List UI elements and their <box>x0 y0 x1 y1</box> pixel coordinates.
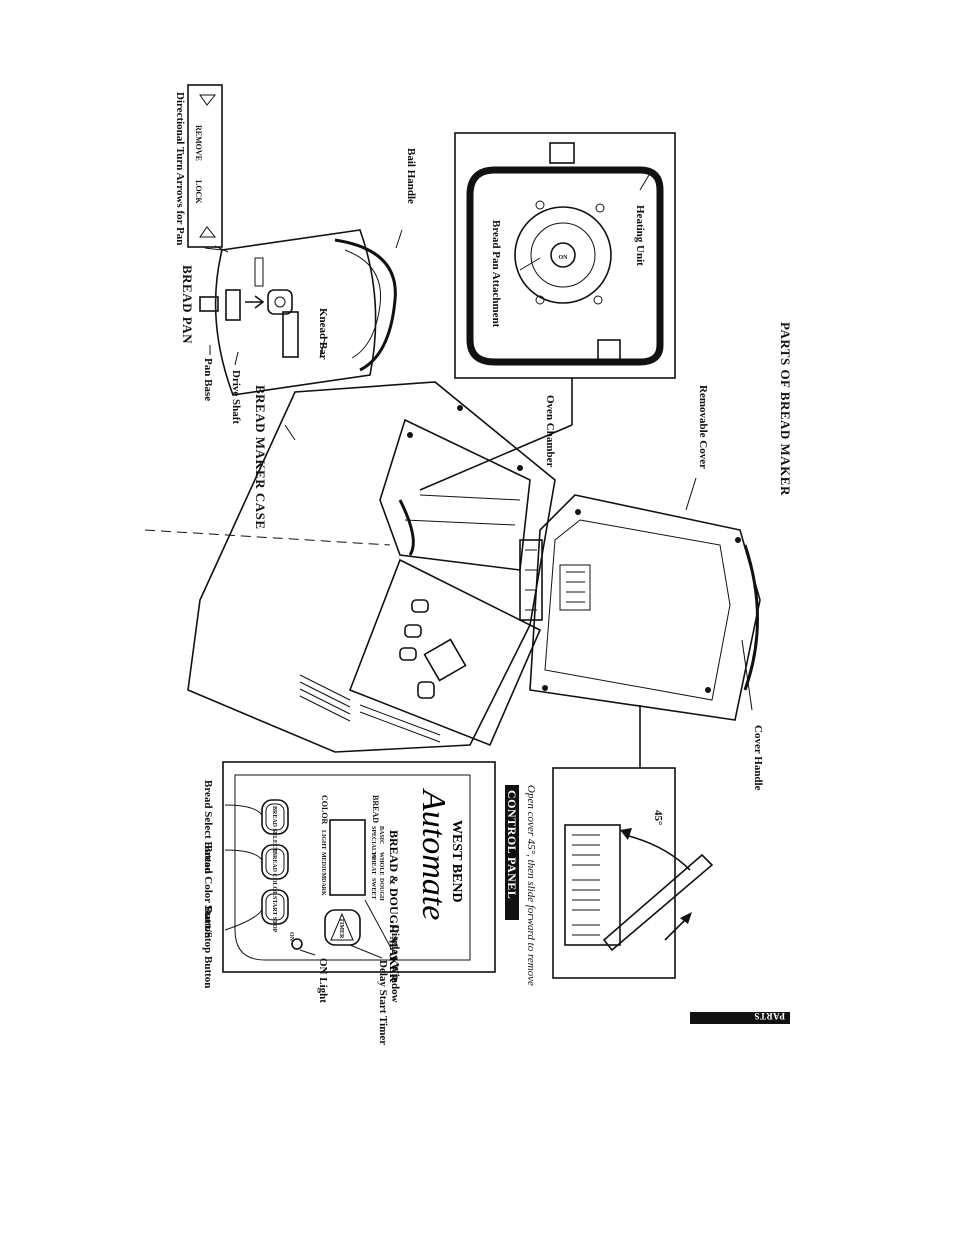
bread-option-1: BASIC <box>378 826 384 844</box>
pan-base-label: Pan Base <box>202 358 214 401</box>
knead-bar-label: Knead Bar <box>317 308 329 360</box>
bread-color-button[interactable]: BREAD COLOR <box>261 844 289 896</box>
bread-option-5: WHEAT <box>370 852 376 875</box>
on-light-label: ON Light <box>317 958 329 1003</box>
bread-maker-case-heading: BREAD MAKER CASE <box>253 385 268 530</box>
color-option-2: MEDIUM <box>320 852 326 879</box>
angle-label: 45° <box>652 810 664 825</box>
bread-pan-attachment-label: Bread Pan Attachment <box>490 220 502 328</box>
svg-text:START STOP: START STOP <box>271 896 277 933</box>
start-stop-button[interactable]: START STOP <box>261 889 289 933</box>
bread-option-4: SPECIALTY <box>370 826 376 860</box>
on-light-text: ON <box>288 932 294 942</box>
color-option-3: DARK <box>320 878 326 896</box>
svg-text:PARTS OF BREAD MAKER: PARTS OF BREAD MAKER <box>778 322 793 496</box>
directional-arrows-label: Directional Turn Arrows for Pan <box>174 92 186 245</box>
on-light <box>291 938 303 950</box>
parts-of-bread-maker-heading: PARTS OF BREAD MAKER <box>778 322 793 496</box>
removable-cover <box>519 494 761 721</box>
control-panel-inset: WEST BEND Automate BREAD & DOUGH MAKER B… <box>222 761 496 983</box>
heating-unit-label: Heating Unit <box>634 205 646 266</box>
product-script-label: Automate <box>415 788 452 920</box>
cover-removal-inset: 45° <box>552 767 714 979</box>
directional-arrows-box: REMOVE LOCK <box>187 84 223 251</box>
control-panel-heading: CONTROL PANEL <box>505 790 519 899</box>
heating-unit-inset: ON Heating Unit Bread Pan Attachment <box>454 132 676 379</box>
bread-color-button-label: Bread Color Button <box>202 845 214 938</box>
timer-button[interactable]: TIMER <box>324 909 361 946</box>
cover-handle-label: Cover Handle <box>752 725 764 791</box>
bread-option-6: SWEET <box>370 878 376 899</box>
bread-select-button[interactable]: BREAD SELECT <box>261 799 289 852</box>
lock-arrow-label: LOCK <box>194 180 203 204</box>
cover-note: Open cover 45°, then slide forward to re… <box>525 785 537 986</box>
bread-row-label: BREAD <box>371 795 380 823</box>
control-panel-heading-bar <box>505 785 519 920</box>
bread-option-2: WHOLE <box>378 852 384 875</box>
product-subtitle: BREAD & DOUGH MAKER <box>387 830 401 983</box>
removable-cover-label: Removable Cover <box>697 385 709 469</box>
parts-tab: PARTS <box>690 1011 790 1024</box>
svg-text:PARTS: PARTS <box>754 1011 785 1021</box>
drive-shaft-label: Drive Shaft <box>230 370 242 424</box>
svg-text:BREAD SELECT: BREAD SELECT <box>271 806 277 852</box>
color-option-1: LIGHT <box>320 830 326 850</box>
bread-select-button-label: Bread Select Button <box>202 780 214 874</box>
display-window <box>329 819 366 896</box>
svg-text:ON: ON <box>559 255 569 261</box>
bail-handle-label: Bail Handle <box>405 148 417 204</box>
svg-text:TIMER: TIMER <box>338 918 344 939</box>
start-stop-button-label: Start/Stop Button <box>202 905 214 988</box>
bread-maker-case: BREAD MAKER CASE <box>144 381 556 753</box>
brand-label: WEST BEND <box>449 820 464 903</box>
delay-start-timer-label: Delay Start Timer <box>377 960 389 1045</box>
display-window-label: Display Window <box>389 925 401 1003</box>
bread-option-3: DOUGH <box>378 878 384 901</box>
bread-pan-heading: BREAD PAN <box>180 265 195 344</box>
color-row-label: COLOR <box>320 795 329 825</box>
oven-chamber-label: Oven Chamber <box>544 395 556 468</box>
svg-text:BREAD COLOR: BREAD COLOR <box>271 851 277 896</box>
bread-pan <box>199 229 403 396</box>
remove-arrow-label: REMOVE <box>194 125 203 161</box>
